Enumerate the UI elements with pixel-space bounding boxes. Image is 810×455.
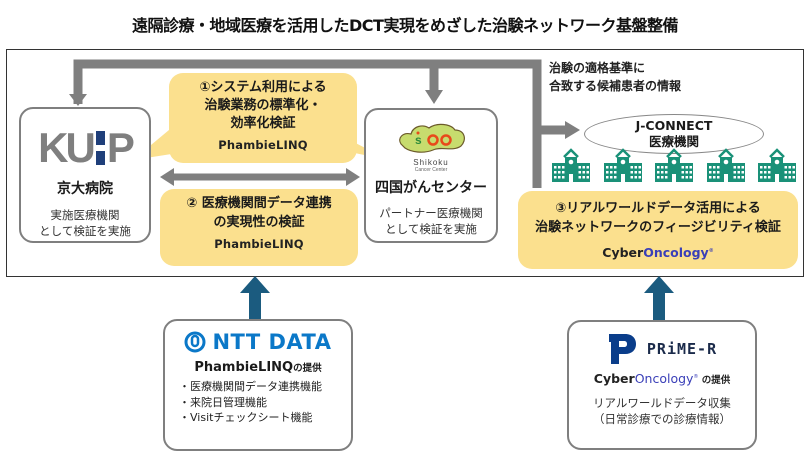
prime-desc-line1: リアルワールドデータ収集 bbox=[593, 396, 731, 410]
kuhp-logo: KU P bbox=[21, 124, 149, 171]
scc-logo: s bbox=[366, 118, 496, 158]
ntt-data-box: NTT DATA PhambieLINQの提供 ・医療機関間データ連携機能・来院… bbox=[163, 319, 353, 451]
callout-1-line1: ①システム利用による bbox=[199, 80, 327, 95]
phambielinq-logo: PhambieLINQ bbox=[214, 237, 304, 251]
callout-data-linkage: ② 医療機関間データ連携 の実現性の検証 PhambieLINQ bbox=[160, 189, 358, 266]
prime-desc-line2: （日常診療での診療情報） bbox=[593, 412, 731, 426]
svg-text:s: s bbox=[415, 133, 422, 147]
prime-r-p-icon bbox=[608, 334, 636, 364]
hospital-icon bbox=[551, 146, 591, 182]
prime-arrow-head bbox=[644, 276, 674, 293]
scc-desc: パートナー医療機関 として検証を実施 bbox=[366, 205, 496, 237]
prime-provide-label: CyberOncology® の提供 bbox=[569, 371, 755, 386]
prime-desc: リアルワールドデータ収集 （日常診療での診療情報） bbox=[569, 395, 755, 427]
ntt-provide-label: PhambieLINQの提供 bbox=[165, 360, 351, 375]
hospital-icon bbox=[757, 146, 797, 182]
jconnect-title: J-CONNECT bbox=[635, 118, 713, 133]
ntt-feature-list: ・医療機関間データ連携機能・来院日管理機能・Visitチェックシート機能 bbox=[179, 379, 351, 426]
prime-r-box: PRiME-R CyberOncology® の提供 リアルワールドデータ収集 … bbox=[567, 320, 757, 450]
jconnect-ellipse: J-CONNECT 医療機関 bbox=[584, 114, 764, 154]
kuhp-box: KU P 京大病院 実施医療機関 として検証を実施 bbox=[19, 107, 151, 243]
shikoku-island-icon: s bbox=[399, 123, 465, 153]
callout-2-line2: の実現性の検証 bbox=[213, 215, 305, 230]
hospital-icon bbox=[706, 146, 746, 182]
ntt-data-logo: NTT DATA bbox=[165, 330, 351, 354]
phambielinq-logo: PhambieLINQ bbox=[218, 138, 308, 152]
scc-logo-sub1: Shikoku bbox=[413, 158, 449, 167]
kuhp-desc: 実施医療機関 として検証を実施 bbox=[21, 207, 149, 239]
scc-box: s Shikoku Cancer Center 四国がんセンター パートナー医療… bbox=[364, 108, 498, 243]
ntt-feature-item: ・医療機関間データ連携機能 bbox=[179, 380, 322, 393]
kuhp-desc-line2: として検証を実施 bbox=[39, 224, 131, 238]
callout-1-line3: 効率化検証 bbox=[230, 116, 296, 131]
hospital-icon bbox=[654, 146, 694, 182]
ntt-feature-item: ・Visitチェックシート機能 bbox=[179, 411, 313, 424]
scc-name: 四国がんセンター bbox=[375, 180, 487, 196]
ntt-arrow-shaft bbox=[249, 292, 261, 320]
kuhp-logo-mark bbox=[95, 131, 105, 165]
ntt-arrow-head bbox=[240, 276, 270, 293]
prime-r-wordmark: PRiME-R bbox=[646, 340, 718, 358]
callout-1-line2: 治験業務の標準化・ bbox=[204, 98, 322, 113]
hospital-icon bbox=[603, 146, 643, 182]
cyberoncology-logo: CyberOncology® bbox=[518, 242, 798, 262]
cyberoncology-logo-oncology: Oncology bbox=[643, 245, 709, 261]
ntt-feature-item: ・来院日管理機能 bbox=[179, 395, 267, 409]
scc-logo-sub2: Cancer Center bbox=[414, 167, 448, 173]
prime-arrow-shaft bbox=[653, 292, 665, 321]
jconnect-subtitle: 医療機関 bbox=[648, 134, 699, 149]
callout-2-line1: ② 医療機関間データ連携 bbox=[186, 196, 332, 211]
callout-3-line1: ③リアルワールドデータ活用による bbox=[555, 201, 761, 216]
prime-product-cyber: Cyber bbox=[593, 371, 635, 386]
registered-mark: ® bbox=[693, 373, 699, 380]
ntt-data-wordmark: NTT DATA bbox=[212, 330, 332, 354]
criteria-line1: 治験の適格基準に bbox=[549, 61, 646, 75]
page-title: 遠隔診療・地域医療を活用したDCT実現をめざした治験ネットワーク基盤整備 bbox=[132, 16, 678, 35]
callout-real-world-data: ③リアルワールドデータ活用による 治験ネットワークのフィージビリティ検証 Cyb… bbox=[518, 191, 798, 269]
criteria-label: 治験の適格基準に 合致する候補患者の情報 bbox=[549, 59, 681, 95]
cyberoncology-logo-cyber: Cyber bbox=[602, 245, 644, 261]
ntt-product: PhambieLINQ bbox=[194, 360, 294, 375]
callout-3-line2: 治験ネットワークのフィージビリティ検証 bbox=[535, 220, 781, 235]
criteria-line2: 合致する候補患者の情報 bbox=[549, 79, 682, 93]
ntt-provide-suffix: の提供 bbox=[293, 363, 322, 374]
kuhp-desc-line1: 実施医療機関 bbox=[50, 208, 120, 222]
prime-provide-suffix: の提供 bbox=[698, 375, 731, 386]
registered-mark: ® bbox=[708, 248, 714, 254]
prime-product-oncology: Oncology bbox=[634, 371, 694, 386]
kuhp-name: 京大病院 bbox=[57, 181, 113, 197]
scc-desc-line1: パートナー医療機関 bbox=[379, 206, 483, 220]
kuhp-logo-left: KU bbox=[38, 124, 96, 171]
ntt-data-mark-icon bbox=[184, 331, 206, 353]
kuhp-logo-right: P bbox=[106, 124, 135, 171]
prime-r-logo: PRiME-R bbox=[569, 332, 755, 366]
callout-standardization: ①システム利用による 治験業務の標準化・ 効率化検証 PhambieLINQ bbox=[169, 73, 357, 163]
hospital-icons bbox=[551, 146, 797, 184]
scc-desc-line2: として検証を実施 bbox=[385, 222, 477, 236]
